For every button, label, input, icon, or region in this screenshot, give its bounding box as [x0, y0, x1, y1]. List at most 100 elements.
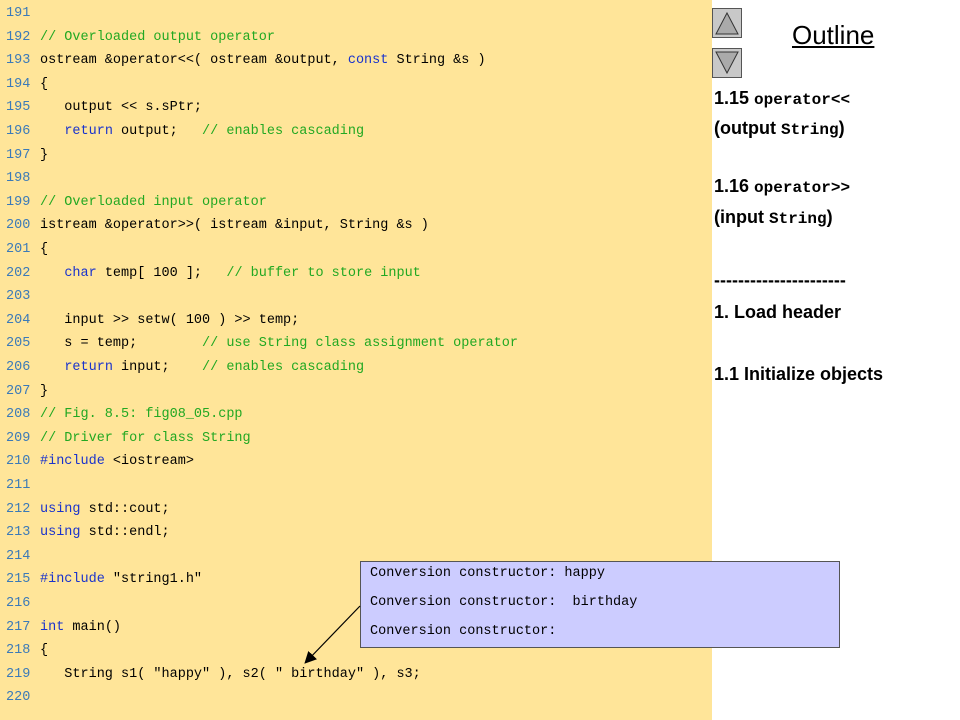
outline-code-term: operator>> — [754, 179, 851, 197]
code-keyword: char — [64, 265, 97, 281]
code-text: output << s.sPtr; — [40, 100, 203, 116]
code-line: 210#include <iostream> — [0, 450, 194, 474]
code-line: 201{ — [0, 238, 48, 262]
code-keyword: return — [64, 124, 113, 139]
code-line: 218 { — [0, 639, 48, 663]
line-number: 218 — [6, 643, 31, 659]
code-text: std::endl; — [80, 525, 170, 541]
code-line: 191 — [0, 2, 40, 26]
previous-slide-button[interactable] — [712, 8, 742, 38]
code-line: 193 ostream &operator<<( ostream &output,… — [0, 49, 486, 73]
line-number: 208 — [6, 407, 31, 423]
code-line: 198 — [0, 167, 40, 191]
code-text — [40, 266, 64, 281]
line-number: 219 — [6, 666, 31, 682]
code-line: 203 — [0, 285, 40, 309]
code-line: 213 using std::endl; — [0, 521, 170, 545]
code-line: 206 return input; // enables cascading — [0, 356, 364, 380]
outline-item: (output String) — [714, 118, 845, 139]
code-text: input; — [112, 360, 203, 375]
line-number: 209 — [6, 430, 31, 446]
line-number: 200 — [6, 218, 31, 234]
line-number: 197 — [6, 147, 31, 163]
code-text: std::cout; — [80, 501, 170, 517]
line-number: 193 — [6, 53, 31, 69]
code-comment: // enables cascading — [202, 360, 365, 375]
outline-item: 1.1 Initialize objects — [714, 364, 883, 385]
code-text: istream &operator>>( istream &input, Str… — [40, 218, 429, 234]
code-line: 209 // Driver for class String — [0, 427, 251, 451]
outline-text: (output — [714, 118, 781, 138]
code-line: 199// Overloaded input operator — [0, 191, 267, 215]
output-line: Conversion constructor: happy — [370, 566, 605, 581]
outline-text: ) — [826, 207, 833, 227]
code-line: 196 return output; // enables cascading — [0, 120, 364, 144]
code-keyword: using — [40, 525, 81, 541]
line-number: 202 — [6, 265, 31, 281]
code-line: 219 String s1( "happy" ), s2( " birthday… — [0, 663, 421, 687]
line-number: 199 — [6, 194, 31, 210]
code-text: { — [40, 643, 49, 659]
code-comment: // Overloaded output operator — [40, 29, 275, 45]
code-text: } — [40, 383, 49, 399]
code-text: { — [40, 76, 49, 92]
outline-text: ) — [838, 118, 845, 138]
code-text — [40, 124, 64, 139]
code-text: String s1( "happy" ), s2( " birthday" ),… — [40, 666, 421, 682]
code-text: } — [40, 147, 49, 163]
code-line: 207} — [0, 380, 48, 404]
code-text: <iostream> — [104, 454, 194, 470]
code-keyword: using — [40, 501, 81, 517]
outline-code-term: operator<< — [754, 91, 851, 109]
line-number: 196 — [6, 124, 31, 139]
line-number: 215 — [6, 572, 31, 588]
line-number: 201 — [6, 242, 31, 257]
code-line: 195 output << s.sPtr; — [0, 96, 202, 120]
code-comment: // enables cascading — [202, 124, 365, 139]
triangle-up-icon — [715, 11, 739, 35]
code-text: input >> setw( 100 ) >> temp; — [40, 312, 300, 328]
line-number: 213 — [6, 525, 31, 541]
code-text: s = temp; — [40, 336, 203, 352]
code-text — [40, 360, 64, 375]
code-line: 211 — [0, 474, 40, 498]
line-number: 192 — [6, 29, 31, 45]
line-number: 191 — [6, 6, 31, 21]
code-line: 194{ — [0, 73, 48, 97]
outline-text: ---------------------- — [714, 270, 846, 290]
line-number: 217 — [6, 619, 31, 635]
code-keyword: const — [347, 53, 389, 69]
line-number: 210 — [6, 454, 31, 470]
outline-text: 1.1 Initialize objects — [714, 364, 884, 384]
code-line: 202 char temp[ 100 ]; // buffer to store… — [0, 262, 421, 286]
outline-code-term: String — [768, 210, 827, 228]
code-line: 220 — [0, 686, 40, 710]
code-text: temp[ 100 ]; — [96, 265, 227, 281]
line-number: 203 — [6, 289, 31, 305]
code-comment: // buffer to store input — [226, 265, 421, 281]
outline-title: Outline — [792, 20, 875, 50]
code-text: ostream &operator<<( ostream &output, — [40, 53, 348, 69]
line-number: 220 — [6, 690, 31, 706]
code-listing: 191 192 // Overloaded output operator 193 os… — [0, 0, 712, 720]
code-line: 214 — [0, 545, 40, 569]
code-line: 215#include "string1.h" — [0, 568, 202, 592]
line-number: 198 — [6, 171, 31, 187]
line-number: 195 — [6, 100, 31, 116]
next-slide-button[interactable] — [712, 48, 742, 78]
line-number: 206 — [6, 360, 31, 375]
outline-item: ---------------------- — [714, 270, 846, 291]
code-line: 204 input >> setw( 100 ) >> temp; — [0, 309, 299, 333]
outline-item: 1.15 operator<< — [714, 88, 850, 109]
code-line: 200 istream &operator>>( istream &input, … — [0, 214, 429, 238]
outline-text: 1.15 — [714, 88, 755, 108]
code-comment: // Driver for class String — [40, 430, 251, 446]
line-number: 207 — [6, 383, 31, 399]
code-line: 216 — [0, 592, 40, 616]
line-number: 214 — [6, 548, 31, 564]
outline-item: 1.16 operator>> — [714, 176, 850, 197]
code-line: 208// Fig. 8.5: fig08_05.cpp — [0, 403, 243, 427]
outline-text: 1. Load header — [714, 302, 842, 322]
